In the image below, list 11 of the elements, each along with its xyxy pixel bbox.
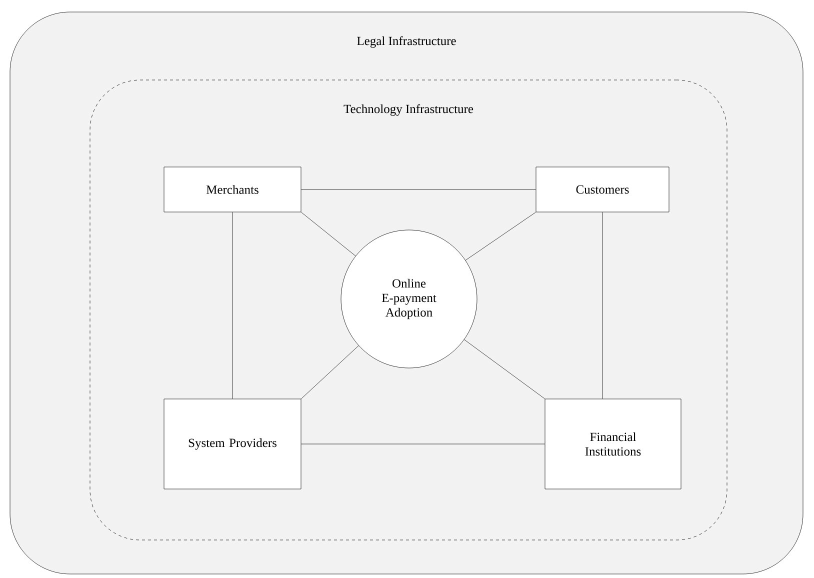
stakeholder-box: Customers xyxy=(536,166,670,212)
stakeholder-box: Merchants xyxy=(164,166,302,212)
stakeholder-box: System Providers xyxy=(164,398,302,490)
connector-line xyxy=(602,212,603,399)
connector-line xyxy=(464,339,545,399)
connector-line xyxy=(301,189,536,190)
stakeholder-box: Financial Institutions xyxy=(544,398,682,490)
connector-line xyxy=(301,345,359,399)
connector-line xyxy=(465,212,536,260)
connector-line xyxy=(232,212,233,399)
connector-line xyxy=(301,212,356,256)
